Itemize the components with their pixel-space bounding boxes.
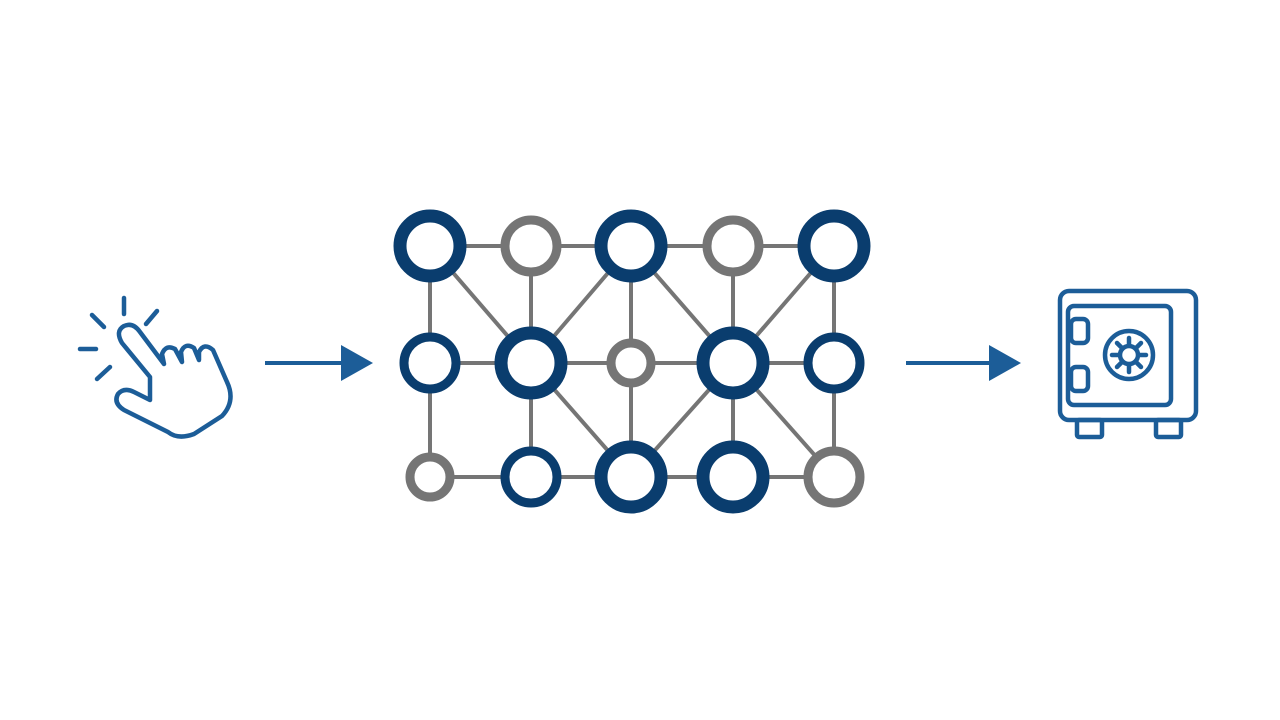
network-node xyxy=(393,209,467,283)
dial-spoke xyxy=(1114,340,1125,351)
network-node xyxy=(803,446,865,508)
network-node xyxy=(500,446,562,508)
tap-burst-line xyxy=(89,312,107,330)
network-node xyxy=(606,338,656,388)
arrow-head xyxy=(989,345,1021,381)
flow-arrow-1 xyxy=(265,345,373,381)
network-node xyxy=(797,209,871,283)
safe-hinge xyxy=(1068,316,1091,346)
dial-spoke xyxy=(1133,359,1144,370)
safe-icon xyxy=(1057,288,1199,440)
network-node xyxy=(594,209,668,283)
safe-hinge xyxy=(1068,364,1091,394)
hand-outline xyxy=(114,322,233,439)
network-nodes xyxy=(393,209,871,514)
safe-door xyxy=(1065,303,1174,408)
network-node xyxy=(696,326,770,400)
tap-hand-icon xyxy=(77,295,233,439)
tap-burst-line xyxy=(94,364,113,382)
arrow-head xyxy=(341,345,373,381)
flow-arrow-2 xyxy=(906,345,1021,381)
network-node xyxy=(500,215,562,277)
network-node xyxy=(594,440,668,514)
network-node xyxy=(696,440,770,514)
tap-burst-line xyxy=(143,308,160,327)
network-node xyxy=(702,215,764,277)
network-node xyxy=(494,326,568,400)
dial-spoke xyxy=(1114,359,1125,370)
safe-foot xyxy=(1153,417,1184,440)
network-node xyxy=(803,332,865,394)
network-node xyxy=(399,332,461,394)
network-node xyxy=(405,452,455,502)
safe-body xyxy=(1057,288,1199,423)
safe-dial-outer xyxy=(1102,328,1156,382)
dial-spoke xyxy=(1133,340,1144,351)
safe-foot xyxy=(1074,417,1105,440)
